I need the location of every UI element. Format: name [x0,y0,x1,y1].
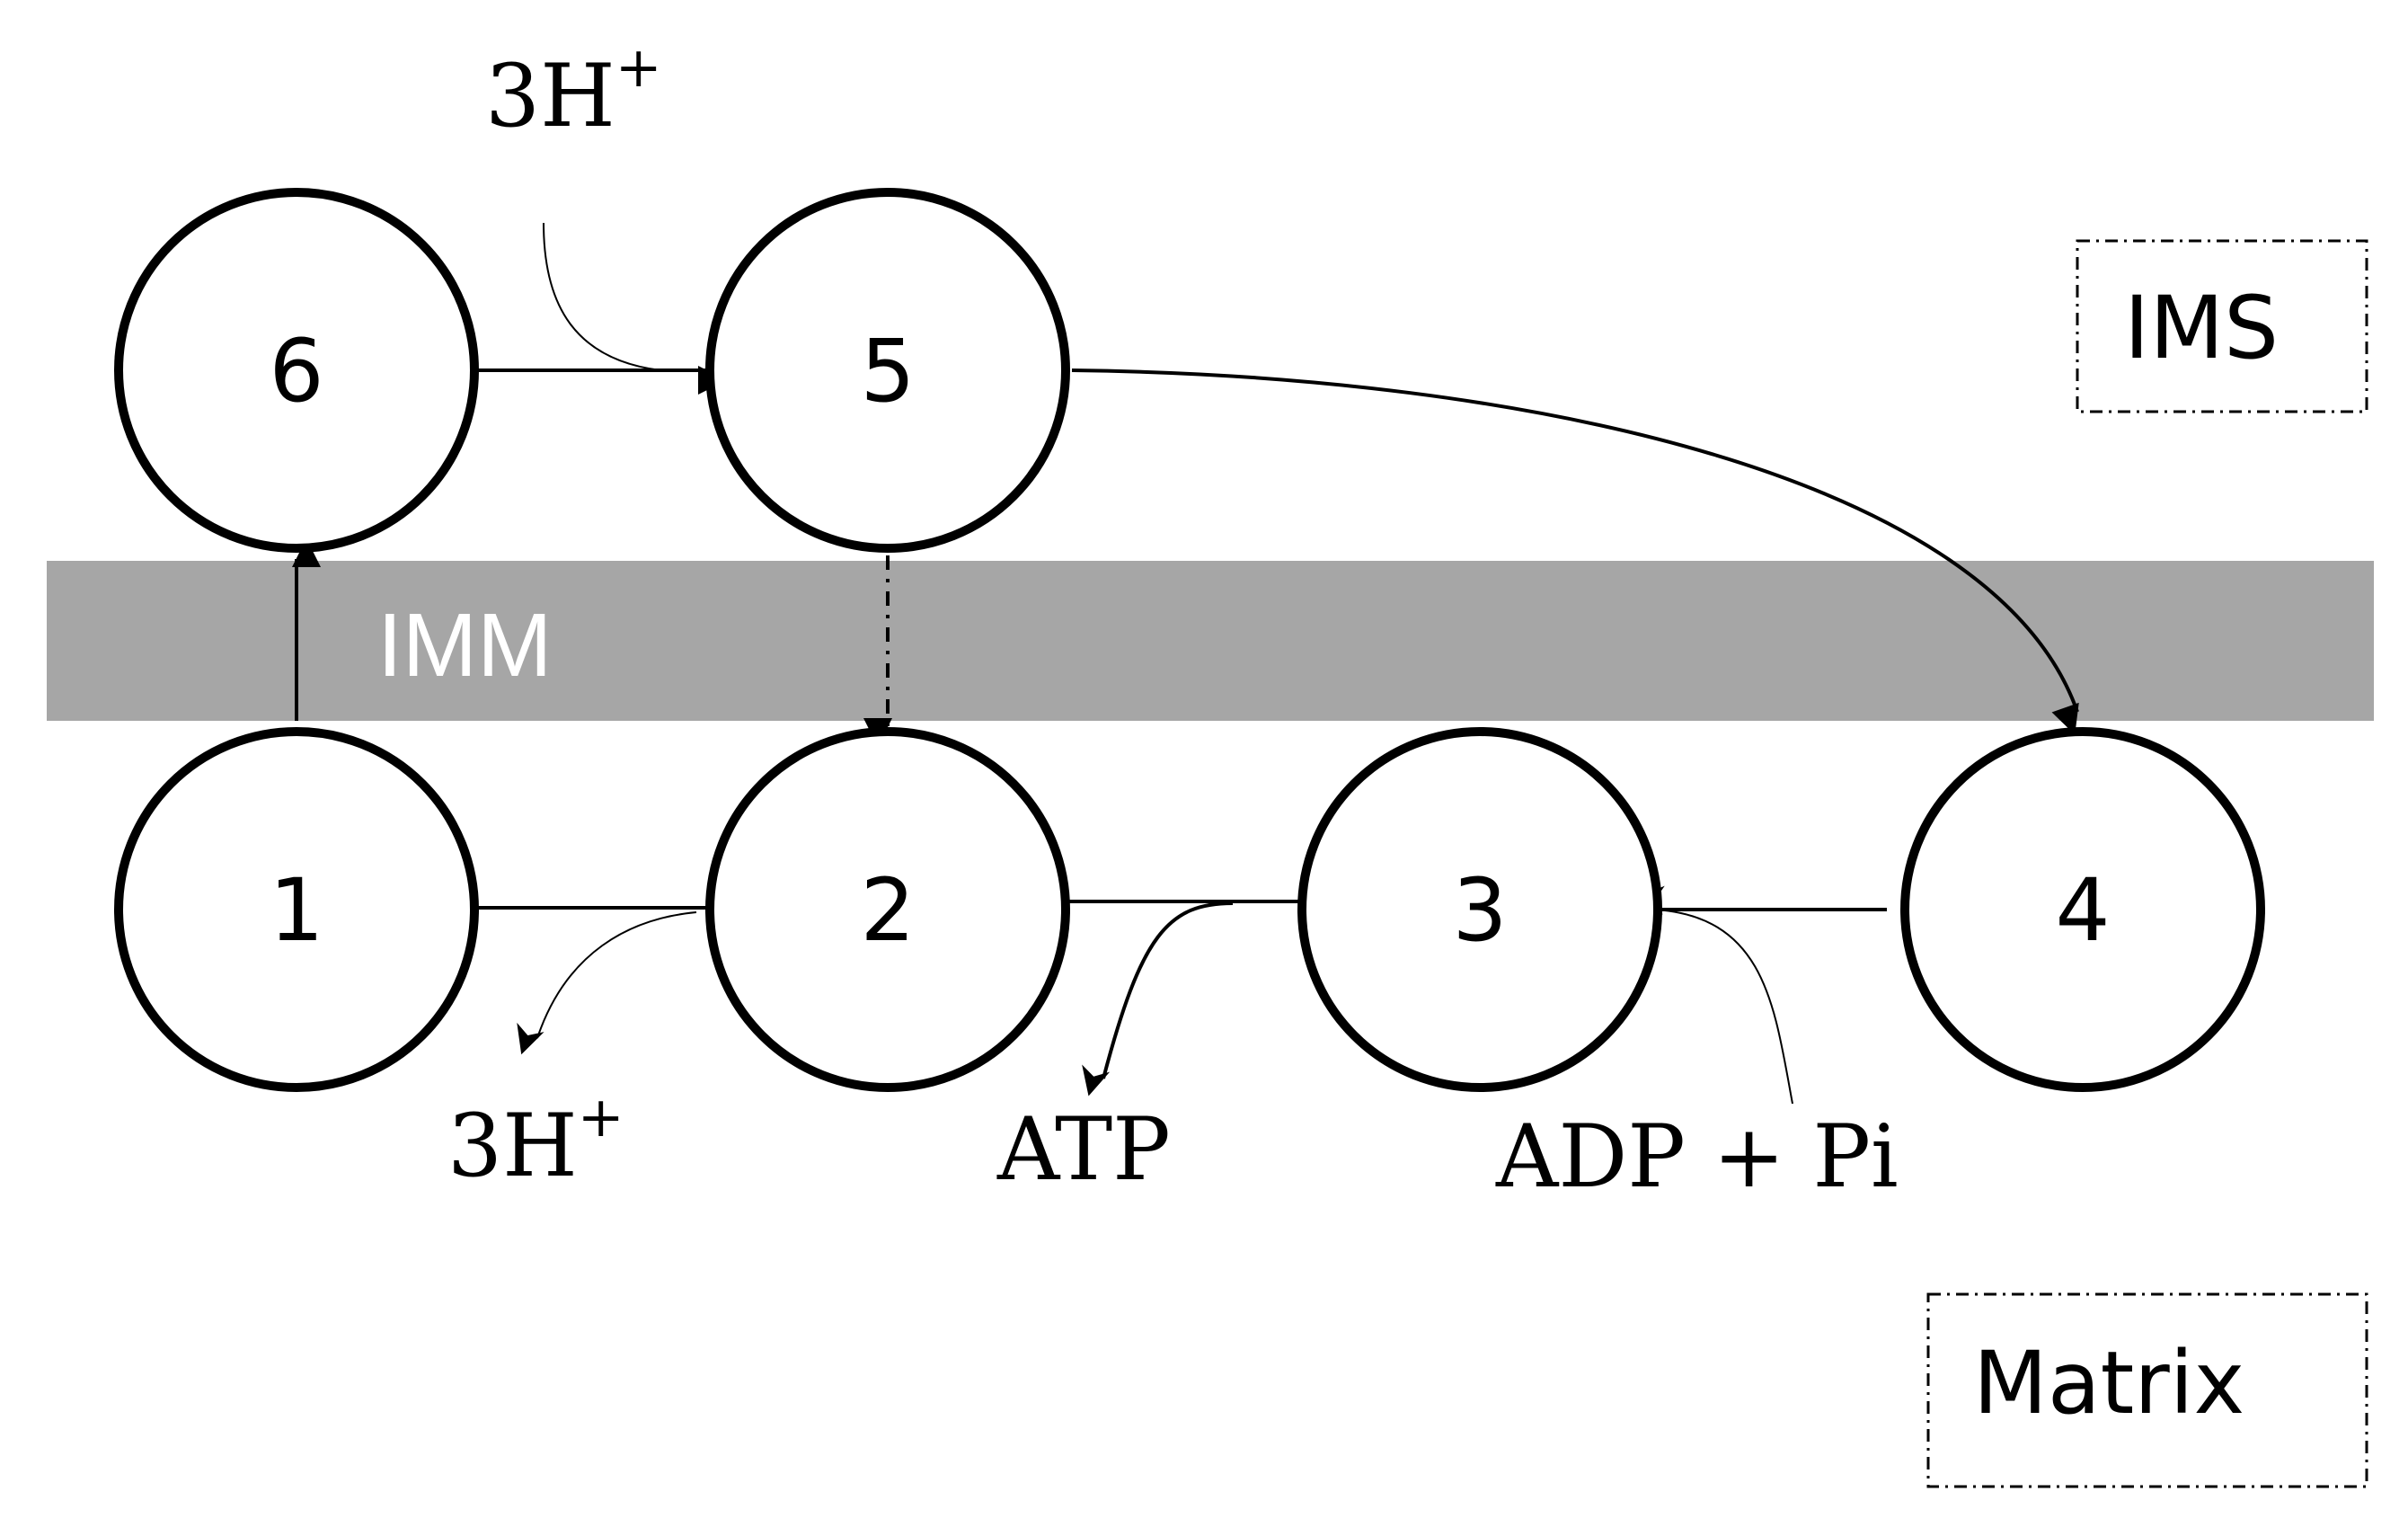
state-number-3: 3 [1452,860,1507,961]
atp-label: ATP [996,1099,1171,1200]
state-circle-6 [114,188,479,553]
state-2: 2 [705,727,1070,1092]
state-6: 6 [114,188,479,553]
state-number-5: 5 [860,321,915,422]
state-4: 4 [1900,727,2265,1092]
matrix-region-label: Matrix [1973,1333,2244,1434]
arrow-5-to-4 [1071,368,2079,735]
state-number-2: 2 [860,860,915,961]
state-5: 5 [705,188,1070,553]
state-number-4: 4 [2055,860,2110,961]
state-1: 1 [114,727,479,1092]
state-number-6: 6 [269,321,323,422]
atp-output-arrow [1082,901,1234,1097]
proton-uptake-label: 3H+ [485,34,662,146]
state-3: 3 [1297,727,1662,1092]
state-number-1: 1 [269,860,323,961]
state-circle-3 [1297,727,1662,1092]
proton-release-arrow [517,911,697,1055]
membrane-label: IMM [377,595,552,696]
state-circle-1 [114,727,479,1092]
matrix-region-box [1926,1292,2368,1488]
states-layer: 6 5 1 2 3 4 [114,188,2265,1092]
state-circle-2 [705,727,1070,1092]
proton-release-label: 3H+ [447,1084,624,1196]
state-circle-5 [705,188,1070,553]
adp-pi-input-arrow [1634,885,1793,1105]
proton-uptake-arrow [543,222,661,371]
ims-region-label: IMS [2124,278,2279,378]
ims-region-box [2076,239,2368,413]
state-circle-4 [1900,727,2265,1092]
adp-pi-label: ADP + Pi [1495,1106,1899,1207]
